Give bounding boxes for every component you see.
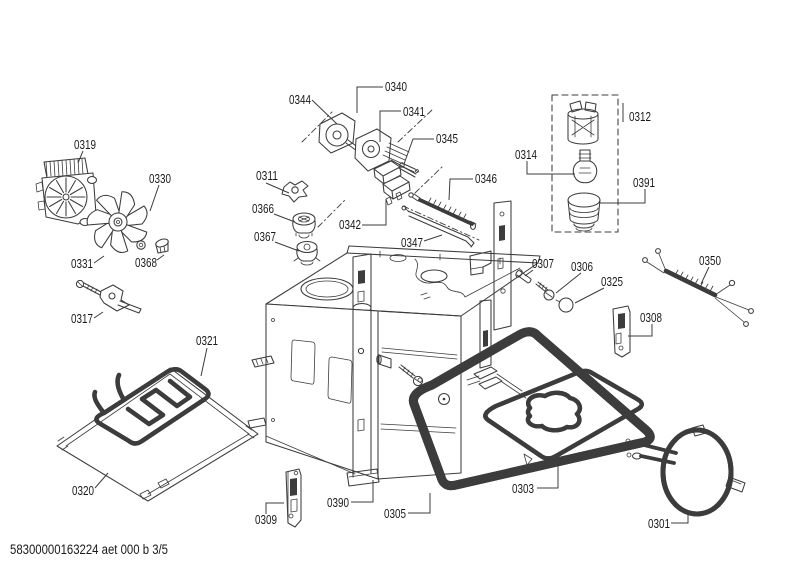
part-label-0340: 0340 <box>385 80 407 94</box>
leader-line-0320 <box>94 472 109 489</box>
part-label-0342: 0342 <box>339 218 361 232</box>
leader-line-0345 <box>403 138 434 165</box>
part-label-0311: 0311 <box>256 169 278 183</box>
part-label-0391: 0391 <box>633 176 655 190</box>
leader-line-0346 <box>448 178 473 201</box>
leader-line-0309 <box>265 502 284 514</box>
rear-rail-drawing <box>469 200 512 369</box>
leader-line-0366 <box>273 213 296 223</box>
leader-line-0350 <box>700 266 710 285</box>
switch-bracket-0317-drawing <box>75 279 142 314</box>
part-label-0319: 0319 <box>74 138 96 152</box>
small-caps-drawing <box>281 180 321 266</box>
part-label-0325: 0325 <box>601 275 623 289</box>
dashed-group-box <box>551 94 619 233</box>
leader-line-0306 <box>555 272 582 294</box>
part-label-0341: 0341 <box>403 105 425 119</box>
bracket-0308-drawing <box>612 305 631 358</box>
document-code: 58300000163224 aet 000 b 3/5 <box>10 542 168 558</box>
fan-impeller-0331-drawing <box>86 191 148 253</box>
grill-element-0303-drawing <box>466 366 642 466</box>
part-label-0320: 0320 <box>72 484 94 498</box>
parts-drawing <box>35 94 754 528</box>
part-label-0312: 0312 <box>629 110 651 124</box>
leader-line-0307 <box>524 269 534 277</box>
leader-line-0331 <box>93 255 105 264</box>
part-label-0345: 0345 <box>436 132 458 146</box>
nut-0368-drawing <box>155 238 169 254</box>
leader-line-0347 <box>423 234 443 242</box>
part-label-0321: 0321 <box>196 334 218 348</box>
leader-line-0311 <box>265 182 290 194</box>
part-label-0301: 0301 <box>648 517 670 531</box>
leader-line-0341 <box>379 110 401 142</box>
leader-line-0314 <box>526 161 575 175</box>
leader-line-0367 <box>274 241 300 252</box>
leader-line-0390 <box>351 480 374 503</box>
part-label-0309: 0309 <box>255 513 277 527</box>
part-label-0390: 0390 <box>327 496 349 510</box>
part-label-0317: 0317 <box>71 312 93 326</box>
leader-line-0340 <box>356 86 383 113</box>
part-label-0308: 0308 <box>640 311 662 325</box>
part-label-0307: 0307 <box>532 257 554 271</box>
leader-line-0330 <box>149 184 160 212</box>
leader-line-0368 <box>156 254 165 261</box>
leader-line-0317 <box>93 311 104 319</box>
fan-motor-0319-drawing <box>35 157 98 227</box>
leader-line-0308 <box>628 324 653 337</box>
leader-line-0301 <box>671 514 689 524</box>
leader-line-0303 <box>537 464 559 489</box>
ignition-rod-0346-0347-drawing <box>401 192 480 248</box>
lamp-assembly-drawing <box>551 94 619 233</box>
leader-line-0319 <box>77 150 84 164</box>
leader-line-0391 <box>600 189 646 204</box>
bracket-0309-drawing <box>285 468 302 528</box>
part-label-0306: 0306 <box>571 260 593 274</box>
part-label-0368: 0368 <box>135 256 157 270</box>
timer-motor-group-drawing <box>301 109 443 228</box>
leader-line-0344 <box>311 99 338 125</box>
part-label-0314: 0314 <box>515 148 537 162</box>
part-label-0347: 0347 <box>401 236 423 250</box>
part-label-0346: 0346 <box>475 172 497 186</box>
part-label-0331: 0331 <box>71 257 93 271</box>
part-label-0367: 0367 <box>254 230 276 244</box>
leader-line-0325 <box>574 287 605 304</box>
washer-drawing <box>136 240 146 250</box>
leader-line-0342 <box>362 199 387 226</box>
bottom-heating-element-0320-0321-drawing <box>56 368 259 502</box>
temperature-sensor-0350-drawing <box>642 248 754 327</box>
part-label-0330: 0330 <box>149 172 171 186</box>
part-label-0366: 0366 <box>252 202 274 216</box>
round-element-0301-drawing <box>625 424 746 517</box>
front-frame-0305-drawing <box>413 332 650 486</box>
leader-line-0305 <box>408 493 431 514</box>
part-label-0344: 0344 <box>289 93 311 107</box>
oven-cavity-0390-drawing <box>247 245 541 487</box>
part-label-0303: 0303 <box>512 482 534 496</box>
leader-line-0321 <box>200 347 208 377</box>
fasteners-0307-0306-0325-drawing <box>515 269 574 313</box>
labels-layer: 0319 0330 0331 0368 0317 0321 0320 0309 0390 0305… <box>71 80 721 531</box>
part-label-0305: 0305 <box>384 507 406 521</box>
part-label-0350: 0350 <box>699 254 721 268</box>
